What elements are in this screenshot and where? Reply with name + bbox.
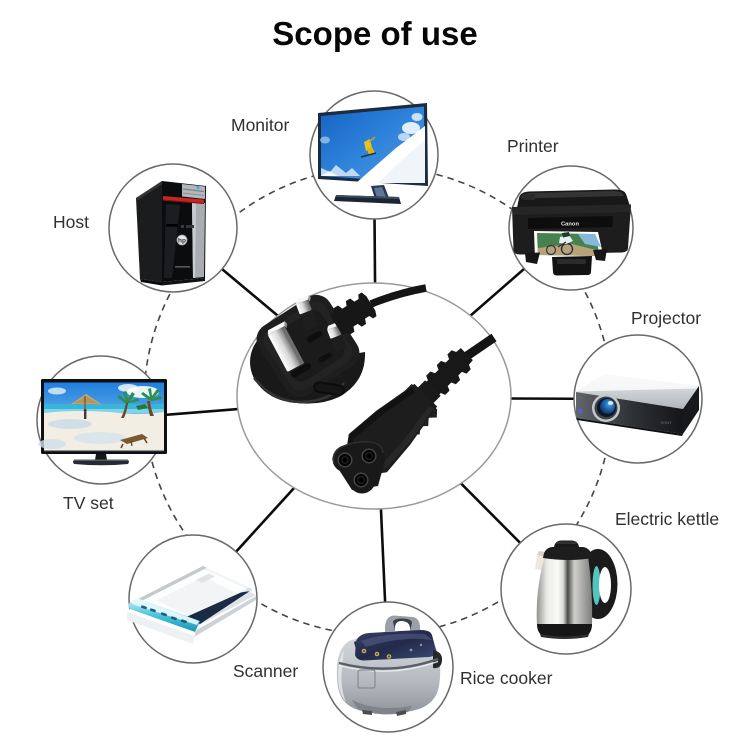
svg-text:Canon: Canon — [561, 222, 579, 228]
svg-text:hp: hp — [178, 238, 186, 245]
svg-text:SONY: SONY — [660, 420, 672, 425]
